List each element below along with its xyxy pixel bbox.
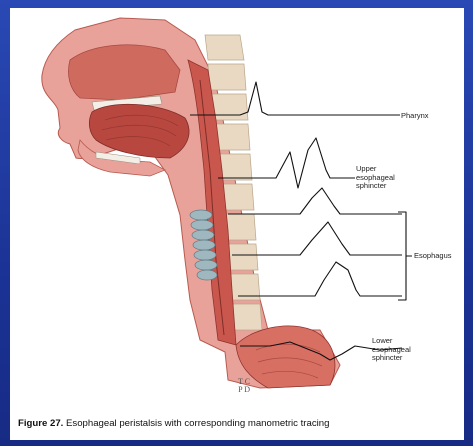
caption-figure-number: Figure 27. [18, 418, 63, 429]
esophagus-bracket [398, 212, 412, 300]
lower-esophageal-sphincter-label: Lower esophageal sphincter [372, 337, 411, 363]
esophagus-tracing-3 [238, 262, 402, 296]
pharynx-label: Pharynx [401, 112, 429, 121]
stamp-line-2: P D [238, 386, 250, 394]
publisher-stamp: T C P D [238, 378, 250, 394]
figure-caption: Figure 27. Esophageal peristalsis with c… [18, 418, 470, 434]
nasal-cavity [68, 45, 180, 100]
esophagus-label: Esophagus [414, 252, 452, 261]
caption-text: Esophageal peristalsis with correspondin… [63, 418, 329, 429]
esophagus-tracing-2 [232, 222, 402, 255]
upper-esophageal-sphincter-label: Upper esophageal sphincter [356, 165, 395, 191]
